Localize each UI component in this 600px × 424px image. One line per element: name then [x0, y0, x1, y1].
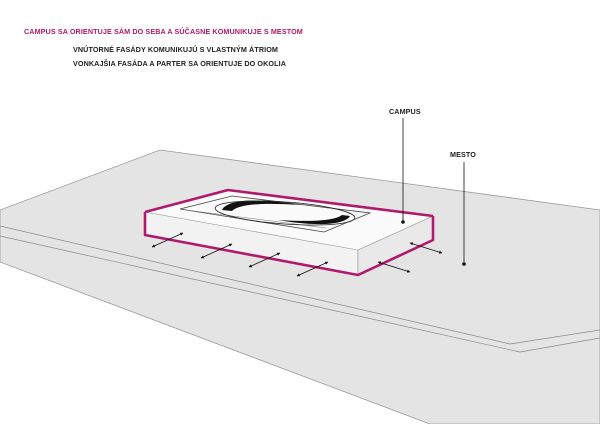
arrow-right-2 [409, 242, 443, 254]
outward-arrows [151, 232, 443, 277]
headline-title: CAMPUS SA ORIENTUJE SÁM DO SEBA A SÚČASN… [24, 27, 303, 36]
arrow-right-1 [377, 261, 411, 273]
label-campus: CAMPUS [389, 107, 421, 116]
subtitle-outer-facade: VONKAJŠIA FASÁDA A PARTER SA ORIENTUJE D… [73, 59, 286, 68]
courtyard-arrow-right [278, 215, 350, 225]
arrow-front-3 [248, 252, 281, 268]
atrium-outline [179, 195, 372, 233]
street-line [0, 235, 600, 353]
campus-leader-dot [401, 220, 405, 224]
campus-accent-outline-top [144, 188, 434, 218]
campus-accent-outline-bottom [143, 212, 435, 277]
subtitle-inner-facades: VNÚTORNÉ FASÁDY KOMUNIKUJÚ S VLASTNÝM ÁT… [73, 45, 278, 54]
mesto-leader-dot [462, 262, 466, 266]
label-mesto: MESTO [450, 150, 476, 159]
arrow-front-2 [200, 243, 233, 259]
arrow-front-1 [151, 232, 184, 248]
courtyard-arrow-left [222, 200, 300, 211]
courtyard-ellipse [214, 200, 356, 226]
arrow-front-4 [296, 261, 329, 277]
ground-plane [0, 149, 600, 424]
street-line [0, 225, 600, 345]
